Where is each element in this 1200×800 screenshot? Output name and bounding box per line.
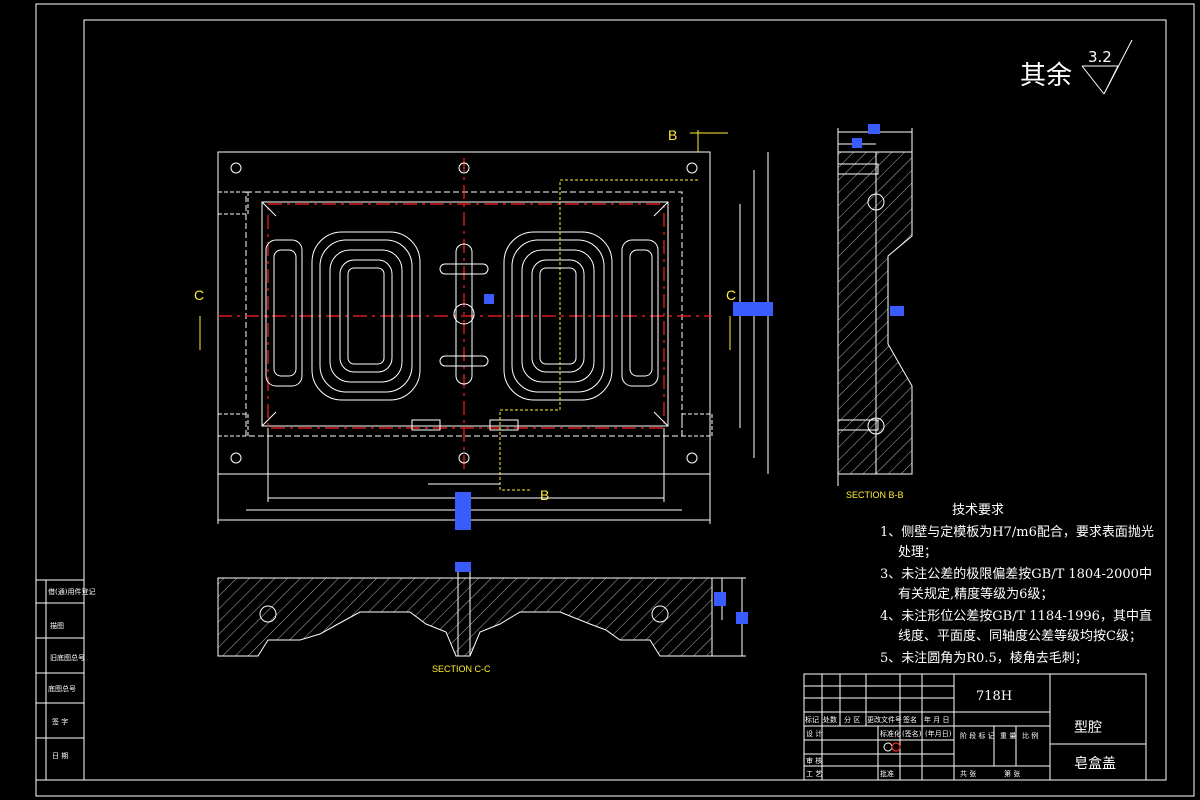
tb-header-6: 年 月 日: [924, 715, 949, 724]
tb-approve: 批准: [880, 769, 894, 778]
roughness-value: 3.2: [1088, 48, 1112, 66]
tech-item-5: 4、未注形位公差按GB/T 1184-1996，其中直: [880, 609, 1152, 624]
tech-title: 技术要求: [952, 503, 1004, 518]
tb-header-1: 标记: [805, 715, 819, 724]
cavity-right: [503, 231, 613, 401]
tb-header-5: 签名: [903, 715, 917, 724]
section-c-left-label: C: [194, 287, 204, 303]
tb-stage: 阶 段 标 记: [960, 731, 995, 740]
tech-item-7: 5、未注圆角为R0.5，棱角去毛刺；: [880, 650, 1088, 666]
tb-header-4: 更改文件号: [867, 715, 902, 724]
tb-sign1: (签名): [902, 729, 922, 738]
section-b-bottom-label: B: [540, 487, 549, 503]
section-cc-view: SECTION C-C: [217, 562, 748, 674]
strip-label-1: 借(通)用件登记: [48, 587, 95, 596]
tb-row-review: 审 核: [806, 756, 822, 765]
side-slot-right: [621, 239, 659, 387]
roughness-symbol: 其余 3.2: [1020, 39, 1133, 95]
tb-sheets-total: 共 张: [960, 769, 976, 778]
tb-header-2: 处数: [823, 715, 837, 724]
outer-border: [35, 3, 1195, 797]
strip-label-2: 旧底图总号: [50, 653, 85, 662]
center-runner: [439, 243, 489, 385]
section-bb-caption: SECTION B-B: [846, 490, 904, 500]
tb-part-name: 型腔: [1074, 720, 1102, 736]
side-slot-left: [265, 239, 303, 387]
section-c-right-label: C: [726, 287, 736, 303]
plan-view: B B C C: [194, 127, 773, 530]
cavity-left: [311, 231, 421, 401]
strip-label-3: 底图总号: [48, 684, 76, 693]
tb-header-3: 分 区: [844, 715, 860, 724]
tb-material: 718H: [976, 689, 1012, 704]
left-strip: 借(通)用件登记 描图 旧底图总号 底图总号 签 字 日 期: [35, 579, 95, 781]
tb-sheet-number: 第 张: [1004, 769, 1020, 778]
tb-date1: (年月日): [925, 729, 952, 738]
section-cc-caption: SECTION C-C: [432, 664, 491, 674]
section-b-top-label: B: [668, 127, 677, 143]
tb-weight: 重 量: [1000, 732, 1016, 740]
tb-product-name: 皂盒盖: [1074, 755, 1116, 772]
tb-scale: 比 例: [1022, 731, 1038, 740]
screw-holes: [230, 162, 698, 464]
strip-label-6: 描图: [50, 621, 64, 630]
tech-item-6: 线度、平面度、同轴度公差等级均按C级；: [898, 628, 1142, 644]
inner-border: [83, 19, 1167, 781]
tech-item-1: 1、侧壁与定模板为H7/m6配合，要求表面抛光: [880, 525, 1154, 540]
tb-row-process: 工 艺: [806, 770, 822, 778]
strip-label-4: 签 字: [52, 717, 68, 726]
tech-item-3: 3、未注公差的极限偏差按GB/T 1804-2000中: [880, 566, 1152, 582]
tb-std: 标准化: [880, 729, 901, 738]
tech-requirements: 技术要求 1、侧壁与定模板为H7/m6配合，要求表面抛光 处理； 3、未注公差的…: [880, 503, 1154, 666]
tech-item-4: 有关规定,精度等级为6级；: [898, 586, 1053, 602]
title-block: 标记 处数 分 区 更改文件号 签名 年 月 日 设 计 标准化 (签名) (年…: [803, 673, 1147, 781]
tech-item-2: 处理；: [898, 545, 937, 560]
roughness-label: 其余: [1020, 61, 1072, 91]
strip-label-5: 日 期: [52, 752, 68, 760]
section-bb-view: SECTION B-B: [837, 124, 913, 500]
tb-row-design: 设 计: [806, 729, 822, 738]
